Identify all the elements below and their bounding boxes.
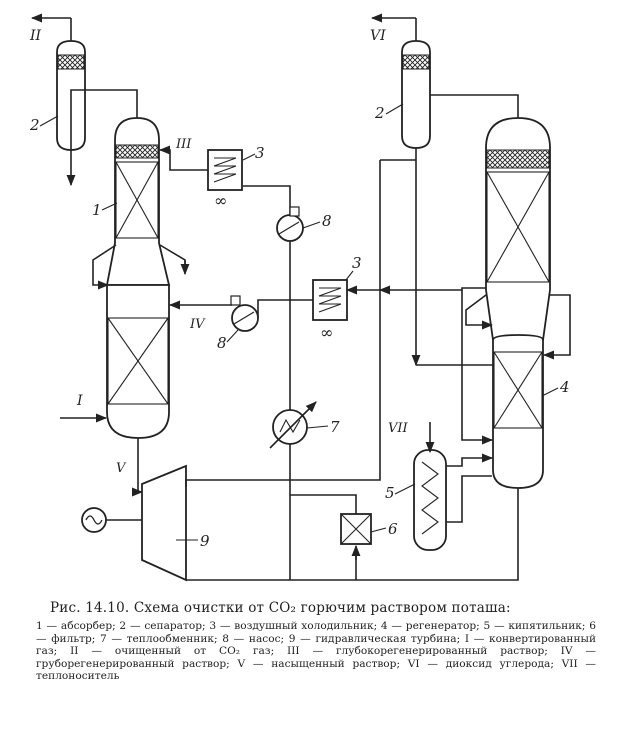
pump-top [276, 206, 304, 410]
label-stream-I: I [76, 393, 83, 409]
label-stream-III: III [175, 137, 192, 152]
air-cooler-mid: ∞ [264, 279, 348, 342]
caption-legend: 1 — абсорбер; 2 — сепаратор; 3 — воздушн… [36, 620, 596, 683]
pump-left [168, 295, 264, 332]
filter [186, 488, 519, 581]
svg-text:∞: ∞ [214, 191, 227, 210]
label-turbine: 9 [200, 532, 210, 550]
label-separator-right: 2 [374, 104, 385, 122]
label-pump-top: 8 [322, 212, 332, 230]
figure-caption: Рис. 14.10. Схема очистки от CO₂ горючим… [36, 600, 596, 683]
label-pump-left: 8 [217, 334, 227, 352]
absorber [60, 89, 190, 497]
label-air-cooler-mid: 3 [352, 254, 362, 272]
regenerator [345, 117, 571, 489]
label-stream-II: II [29, 28, 42, 44]
separator-right [370, 13, 519, 367]
svg-text:∞: ∞ [320, 323, 333, 342]
turbine [81, 160, 381, 582]
label-filter: 6 [388, 520, 398, 538]
reboiler [413, 422, 494, 551]
label-absorber: 1 [92, 201, 102, 219]
label-regenerator: 4 [559, 378, 570, 396]
label-heat-exchanger: 7 [330, 418, 340, 436]
label-reboiler: 5 [385, 484, 395, 502]
label-stream-V: V [116, 461, 127, 476]
process-flow-diagram: ∞ ∞ [29, 13, 571, 582]
label-stream-VII: VII [388, 421, 409, 436]
air-cooler-top: ∞ [158, 145, 291, 215]
label-separator-left: 2 [29, 116, 40, 134]
heat-exchanger [269, 401, 317, 580]
label-stream-IV: IV [189, 317, 206, 332]
label-air-cooler-top: 3 [255, 144, 265, 162]
caption-title: Рис. 14.10. Схема очистки от CO₂ горючим… [50, 600, 511, 616]
label-stream-VI: VI [370, 28, 386, 44]
